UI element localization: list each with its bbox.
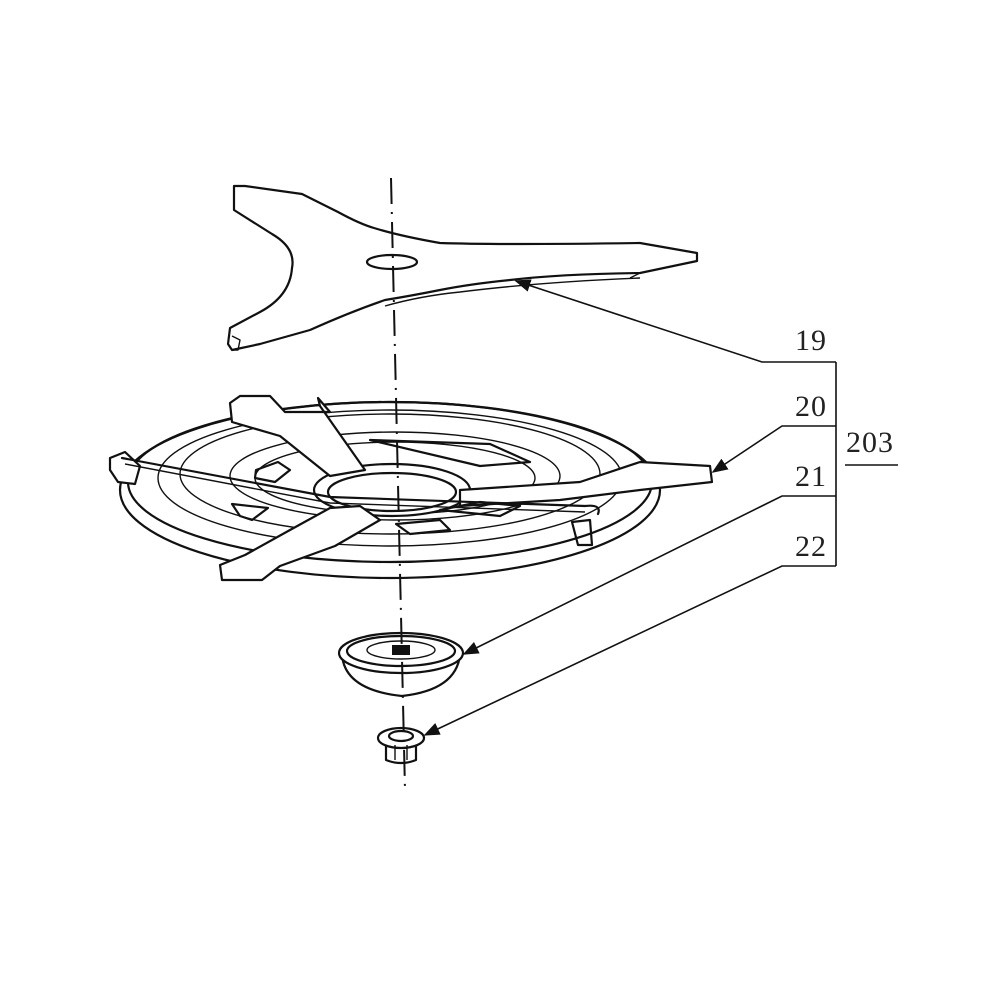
part-label-21: 21 xyxy=(795,460,827,493)
part-label-20: 20 xyxy=(795,390,827,423)
assembly-label-203: 203 xyxy=(846,426,894,459)
leader-lines xyxy=(423,279,898,736)
leader-22 xyxy=(423,565,836,736)
leader-19 xyxy=(514,279,780,363)
part-20-guard-disc xyxy=(108,394,714,582)
part-label-19: 19 xyxy=(795,324,827,357)
group-bracket xyxy=(780,361,837,566)
part-label-22: 22 xyxy=(795,530,827,563)
part-19-blade xyxy=(226,184,699,352)
part-22-flange-nut xyxy=(376,726,426,765)
leader-20 xyxy=(711,425,836,473)
leader-21 xyxy=(462,495,836,655)
axis-centerline xyxy=(390,177,406,791)
